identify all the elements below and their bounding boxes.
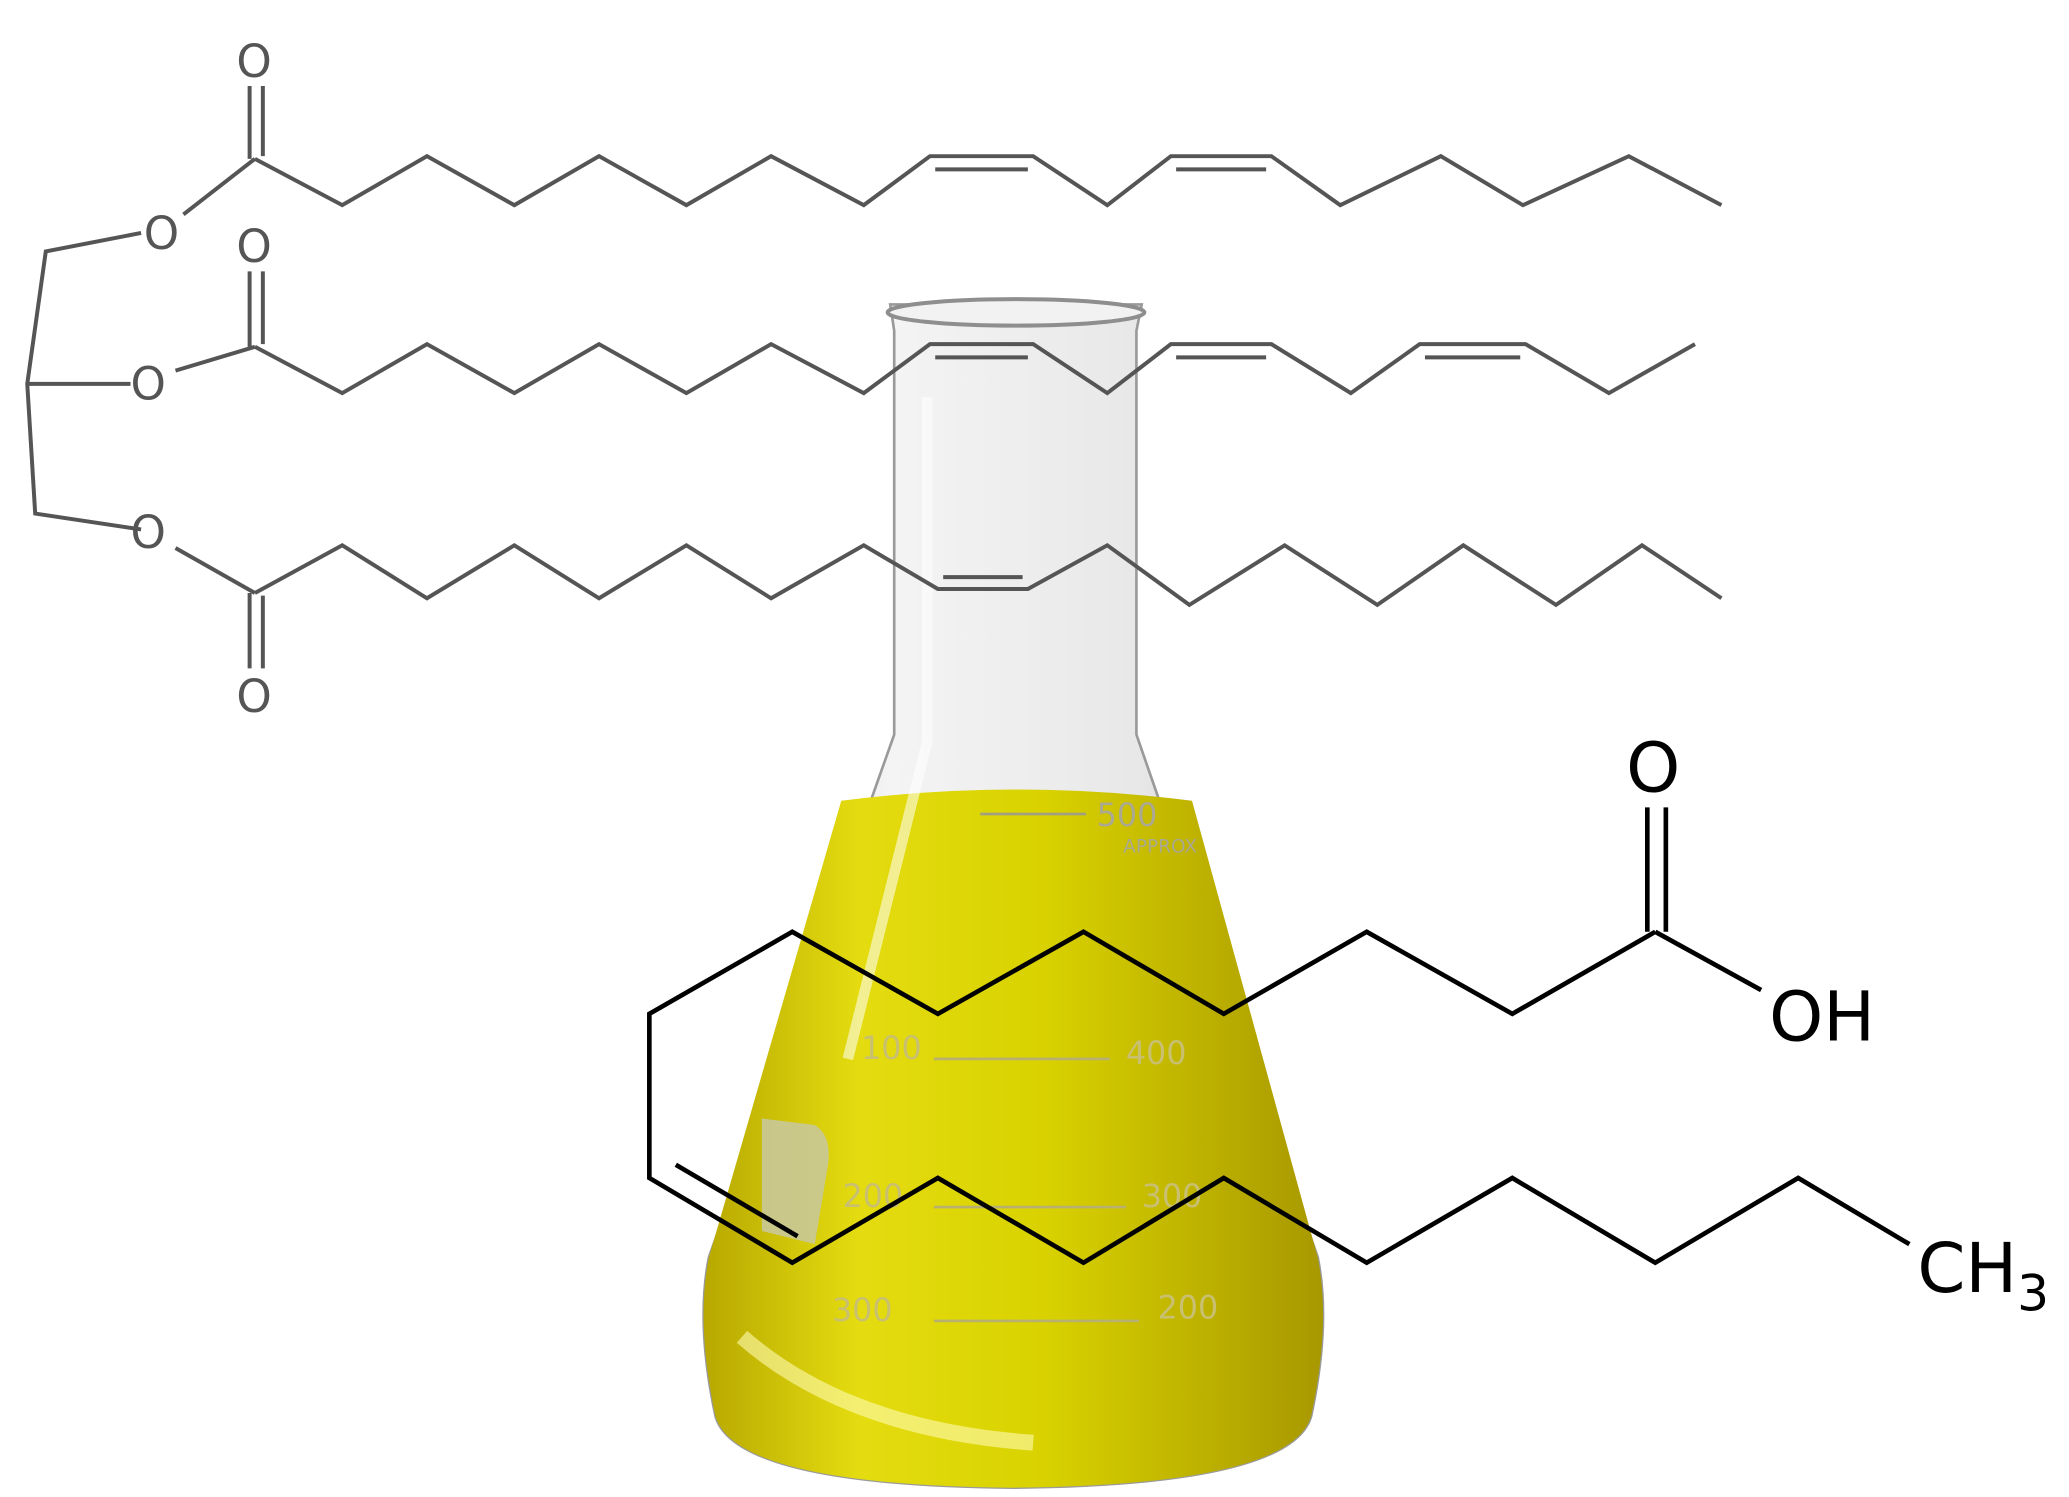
fatty-acid-chain-2: [253, 341, 1696, 396]
methyl-label-text: CH: [1917, 1229, 2017, 1309]
fatty-acid-structure: [647, 807, 1911, 1266]
graduation-500: 500: [1097, 798, 1158, 834]
ester-oxygen-label: O: [130, 358, 165, 411]
carbonyl-oxygen-label: O: [236, 670, 271, 723]
graduation-300-left: 300: [832, 1293, 893, 1329]
hydroxyl-label: OH: [1769, 977, 1875, 1057]
erlenmeyer-flask-icon: 500 APPROX 400 300 200 100 200 300: [702, 297, 1325, 1490]
fatty-acid-labels: O OH CH3: [1626, 729, 2049, 1323]
carboxyl-oh-bond: [1654, 929, 1763, 993]
liquid-highlight: [736, 1330, 1034, 1451]
flask-liquid: [703, 789, 1324, 1488]
ester-bond: [174, 344, 256, 373]
ester-bond: [174, 546, 256, 595]
glycerol-backbone: [25, 231, 142, 532]
flask-highlight: [842, 397, 933, 1061]
triglyceride-labels: O O O O O O: [130, 35, 271, 723]
flask-label-patch: [761, 1118, 829, 1245]
graduation-approx: APPROX: [1123, 836, 1197, 857]
fatty-acid-backbone: [647, 929, 1911, 1266]
ester-oxygen-label: O: [130, 506, 165, 559]
ester-bond: [182, 157, 257, 216]
carboxyl-oxygen-label: O: [1626, 729, 1680, 809]
graduation-200-left: 200: [843, 1179, 904, 1215]
fatty-acid-chain-3: [253, 542, 1723, 608]
triglyceride-structure: [25, 86, 1723, 669]
graduation-200-right: 200: [1158, 1290, 1219, 1326]
carbonyl-oxygen-label: O: [236, 220, 271, 273]
fatty-acid-chain-1: [253, 153, 1723, 208]
flask-rim: [885, 297, 1147, 328]
methyl-subscript: 3: [2017, 1263, 2049, 1322]
graduation-100: 100: [861, 1031, 922, 1067]
ester-oxygen-label: O: [144, 207, 179, 260]
carbonyl-oxygen-label: O: [236, 35, 271, 88]
cis-double-bond: [674, 1162, 799, 1239]
graduation-400: 400: [1126, 1036, 1187, 1072]
methyl-label: CH3: [1917, 1229, 2049, 1323]
